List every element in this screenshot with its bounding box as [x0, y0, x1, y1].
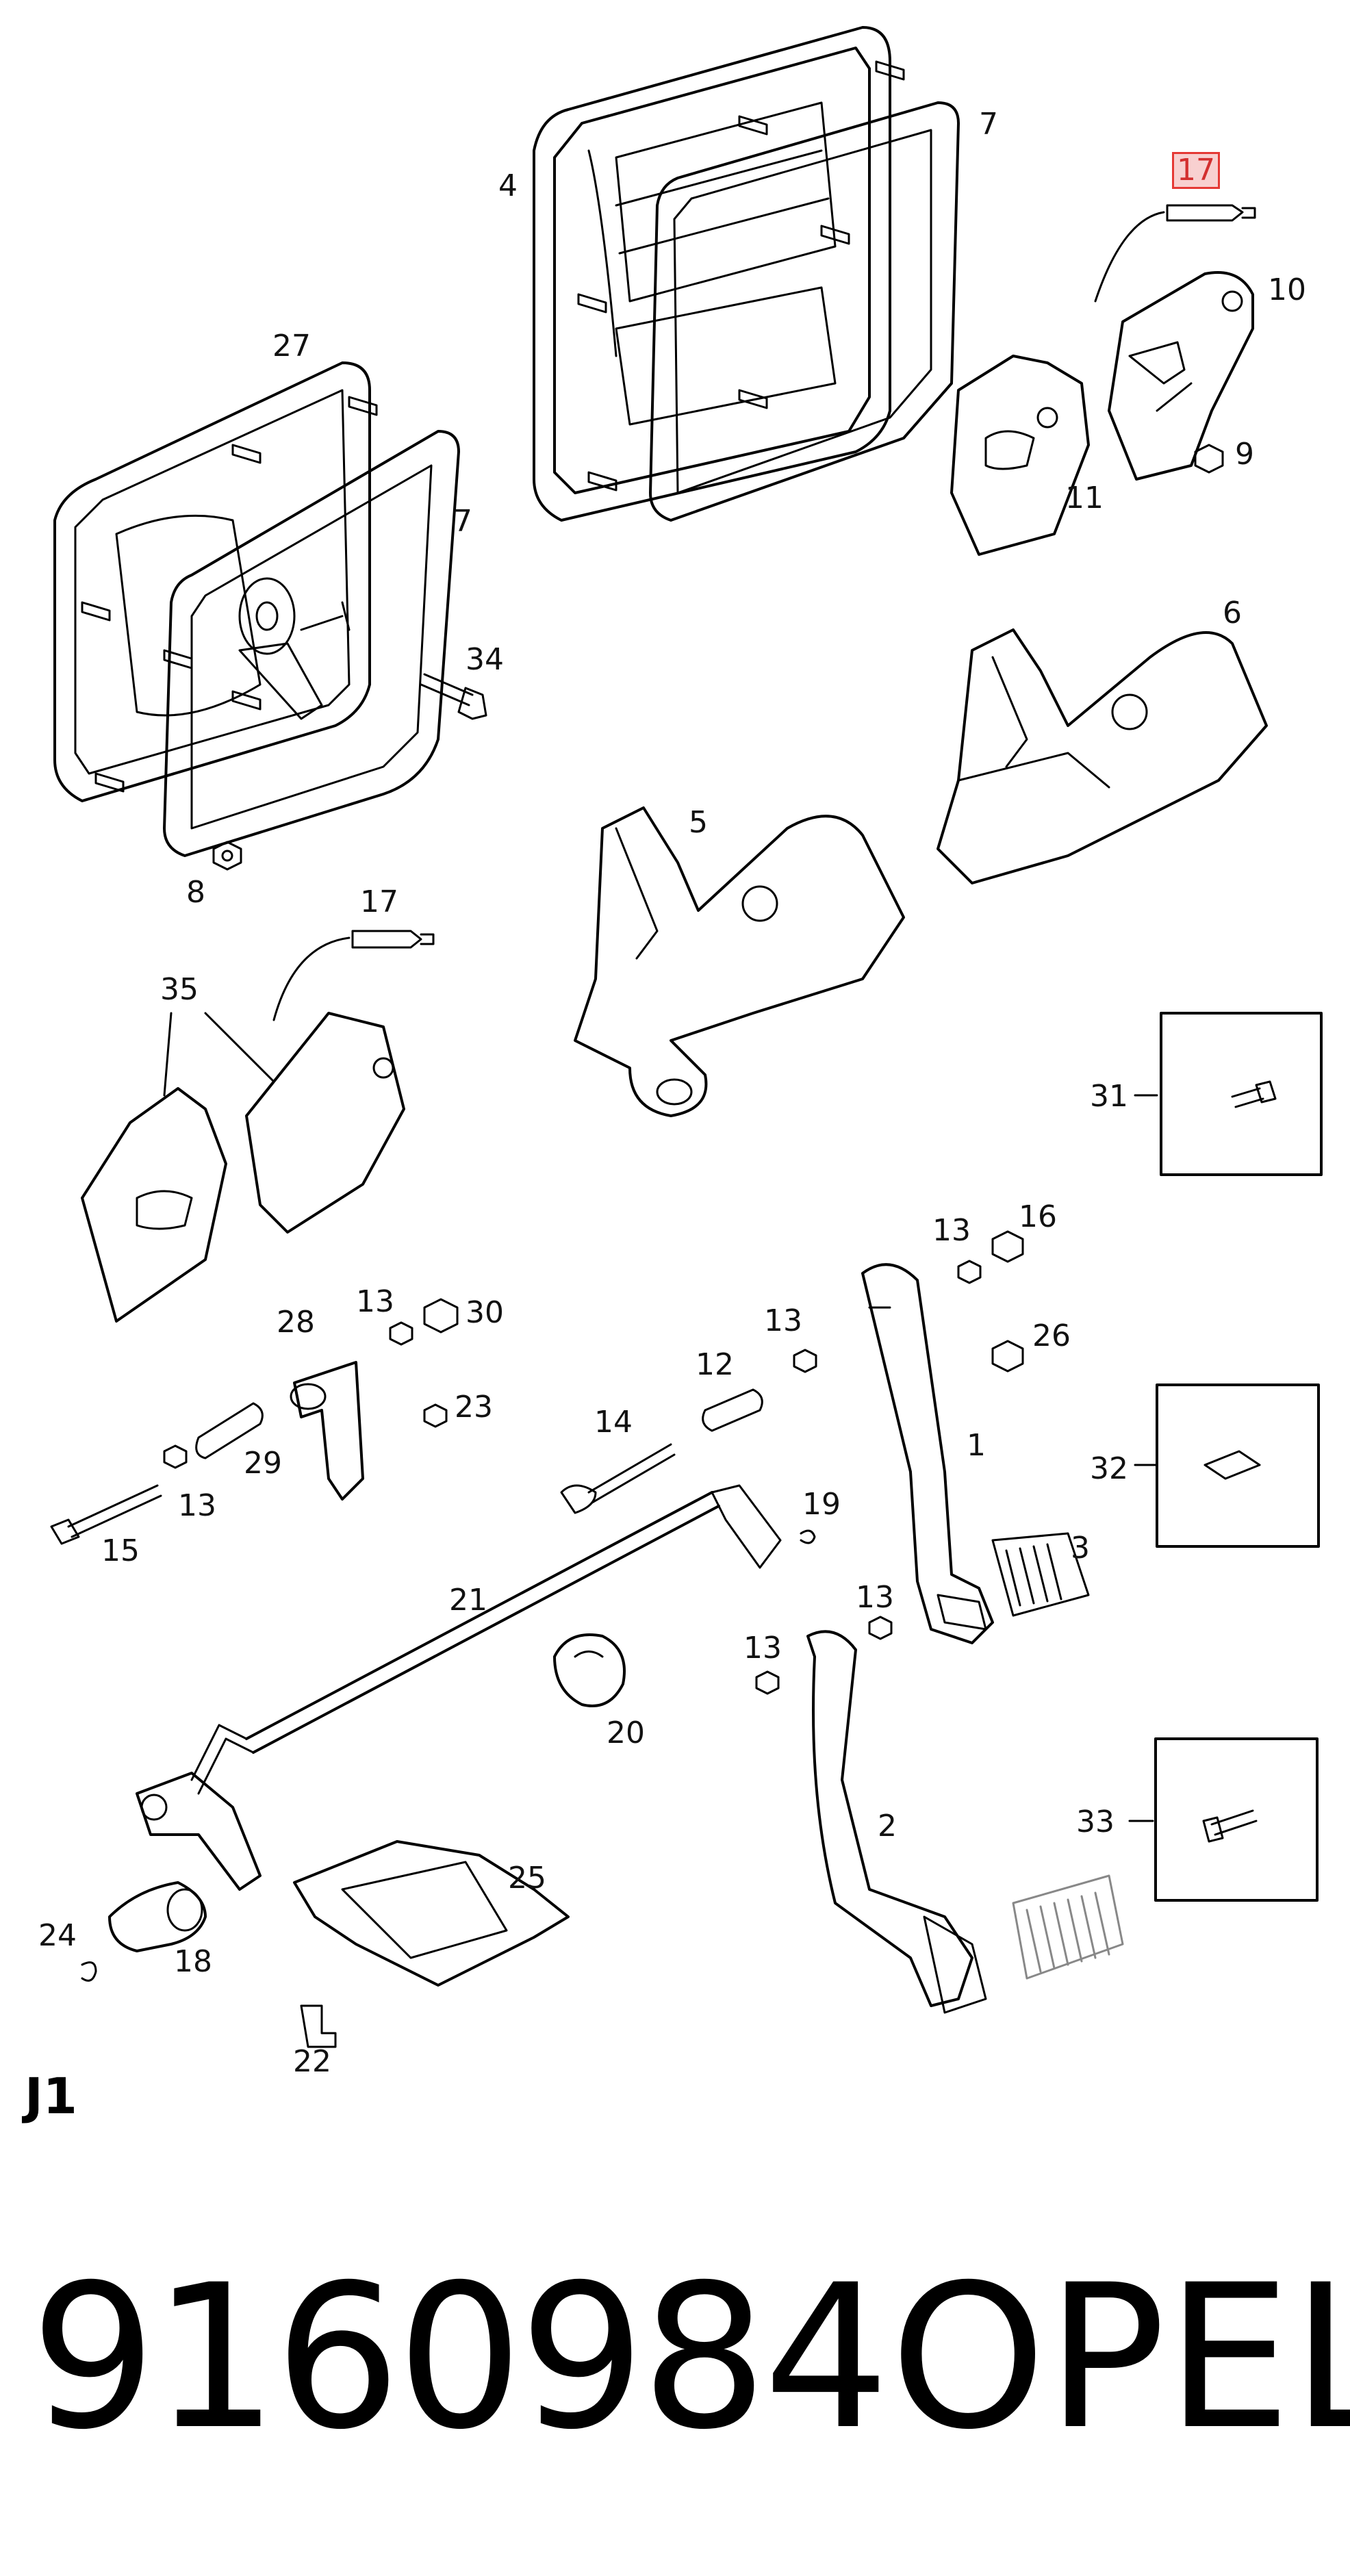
- sensor-17-lower: [272, 930, 435, 1021]
- callout-25: 25: [508, 1861, 546, 1896]
- nut-8: [212, 841, 242, 871]
- brand-name: OPEL: [890, 2243, 1350, 2473]
- pin-29: [195, 1402, 264, 1459]
- studs-upper: [577, 60, 905, 492]
- bolt-34: [420, 673, 487, 720]
- callout-1: 1: [967, 1428, 986, 1463]
- callout-13-a: 13: [932, 1213, 971, 1248]
- box-32: [1134, 1383, 1320, 1548]
- callout-17-lower: 17: [360, 884, 398, 919]
- nuts-small: [163, 1230, 1024, 1695]
- callout-15: 15: [101, 1533, 140, 1568]
- bracket-35-a: [81, 1087, 227, 1323]
- callout-26: 26: [1032, 1318, 1071, 1353]
- callout-32: 32: [1090, 1451, 1128, 1486]
- bracket-28: [290, 1361, 364, 1501]
- callout-6: 6: [1223, 596, 1242, 630]
- callout-10: 10: [1268, 272, 1306, 307]
- pedal-bracket-6: [937, 628, 1268, 884]
- gasket-left: [163, 430, 460, 857]
- pedal-1: [861, 1263, 994, 1644]
- clip-24: [81, 1961, 97, 1982]
- shaft-21: [190, 1484, 782, 1795]
- callout-30: 30: [466, 1295, 504, 1330]
- callout-34: 34: [466, 642, 504, 677]
- callout-14: 14: [594, 1405, 633, 1440]
- callout-9: 9: [1235, 437, 1254, 472]
- pin-12: [702, 1388, 763, 1432]
- callout-19: 19: [802, 1487, 841, 1522]
- gasket-upper: [649, 101, 960, 522]
- nut-9: [1194, 444, 1224, 474]
- callout-13-f: 13: [743, 1631, 782, 1666]
- callout-23: 23: [455, 1390, 493, 1425]
- sensor-17-top: [1094, 204, 1256, 303]
- callout-5: 5: [689, 805, 708, 840]
- housing-upper: [533, 26, 891, 522]
- callout-21: 21: [449, 1583, 487, 1618]
- callout-11: 11: [1065, 481, 1104, 515]
- callout-8: 8: [186, 875, 205, 910]
- callout-28: 28: [277, 1305, 315, 1340]
- callout-13-e: 13: [856, 1580, 894, 1615]
- callout-31: 31: [1090, 1079, 1128, 1114]
- callout-12: 12: [696, 1347, 734, 1382]
- bushing-20: [553, 1633, 626, 1707]
- callout-4: 4: [498, 168, 518, 203]
- callout-13-b: 13: [356, 1284, 394, 1319]
- callout-17-highlighted[interactable]: 17: [1172, 152, 1220, 189]
- bolt-15: [50, 1484, 162, 1545]
- lever-left: [136, 1772, 262, 1891]
- bushing-18: [108, 1881, 207, 1952]
- callout-16: 16: [1019, 1199, 1057, 1234]
- bracket-11: [950, 355, 1090, 556]
- pedal-2: [806, 1630, 987, 2014]
- part-number: 9160984: [30, 2243, 890, 2473]
- cover-25: [293, 1840, 570, 1987]
- callout-29: 29: [244, 1446, 282, 1481]
- studs-left: [81, 396, 378, 793]
- callout-33: 33: [1076, 1805, 1115, 1839]
- callout-3: 3: [1071, 1531, 1090, 1566]
- pedal-pivot-left: [238, 577, 351, 720]
- callout-13-c: 13: [764, 1303, 802, 1338]
- callout-24: 24: [38, 1918, 77, 1953]
- pedal-pad-3: [991, 1532, 1090, 1617]
- callout-7-left: 7: [453, 504, 472, 539]
- leader-35: [163, 1012, 275, 1097]
- box-33: [1128, 1737, 1319, 1902]
- pedal-pad-brake: [1012, 1874, 1124, 1980]
- clip-22: [300, 2004, 337, 2048]
- bracket-10: [1108, 271, 1254, 481]
- bolt-14: [560, 1443, 676, 1514]
- box-31: [1134, 1012, 1323, 1176]
- section-label: J1: [25, 2067, 77, 2125]
- callout-18: 18: [174, 1944, 212, 1979]
- callout-7-upper: 7: [979, 107, 998, 142]
- callout-27: 27: [272, 329, 311, 364]
- callout-13-d: 13: [178, 1488, 216, 1523]
- bracket-35-b: [245, 1012, 405, 1234]
- housing-left: [53, 361, 371, 802]
- callout-22: 22: [293, 2044, 331, 2079]
- callout-2: 2: [878, 1809, 897, 1844]
- pedal-bracket-5: [574, 806, 905, 1117]
- callout-35: 35: [160, 972, 199, 1007]
- callout-20: 20: [607, 1716, 645, 1750]
